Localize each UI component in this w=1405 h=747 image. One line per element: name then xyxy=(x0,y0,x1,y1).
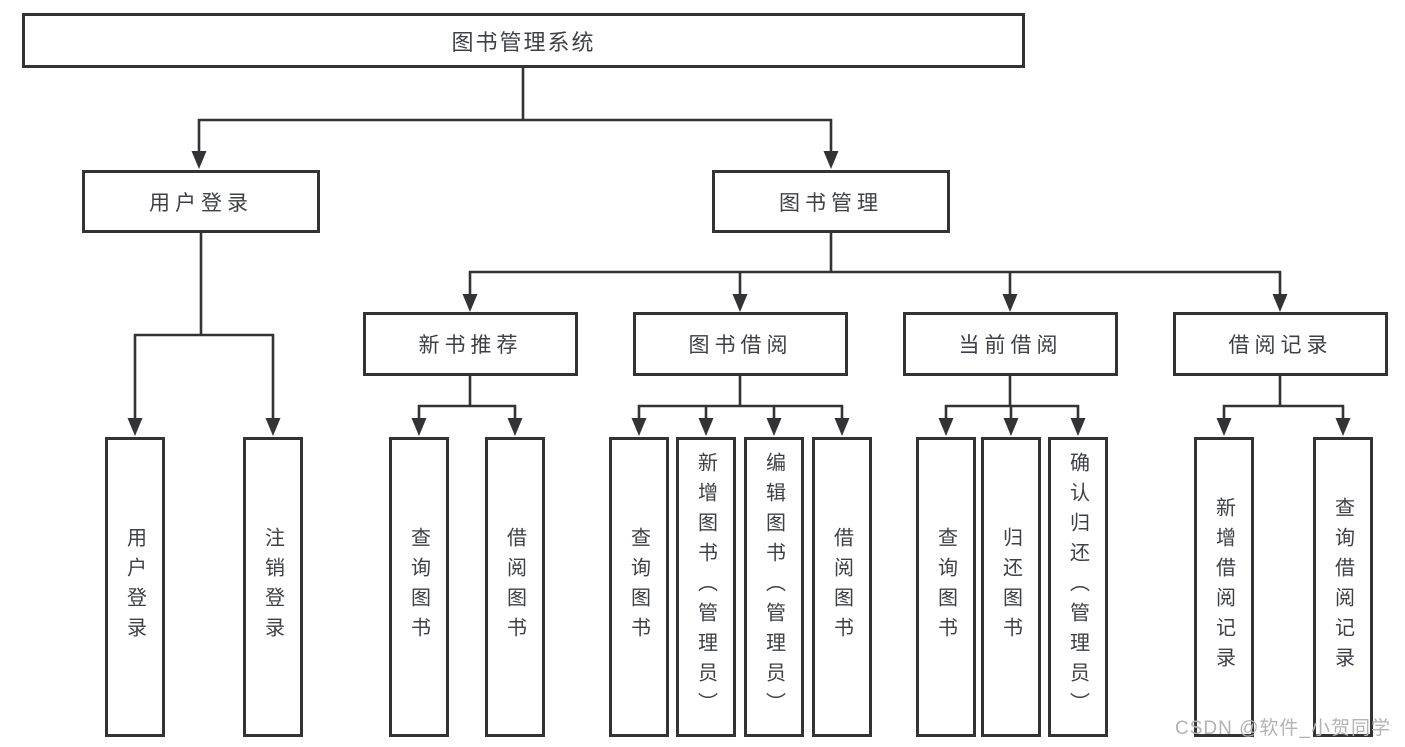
node-book-management: 图书管理 xyxy=(712,170,950,233)
leaf-records-query-borrow-record: 查询借阅记录 xyxy=(1313,437,1373,737)
leaf-user-login: 用户登录 xyxy=(105,437,165,737)
node-current-borrowing: 当前借阅 xyxy=(903,312,1118,376)
node-new-book-recommend: 新书推荐 xyxy=(363,312,578,376)
node-user-login: 用户登录 xyxy=(82,170,320,233)
leaf-logout: 注销登录 xyxy=(243,437,303,737)
leaf-borrowing-query-books: 查询图书 xyxy=(609,437,669,737)
leaf-current-query-books: 查询图书 xyxy=(916,437,976,737)
leaf-current-confirm-return-admin: 确认归还（管理员） xyxy=(1048,437,1108,737)
leaf-records-add-borrow-record: 新增借阅记录 xyxy=(1194,437,1254,737)
leaf-recommend-query-books: 查询图书 xyxy=(389,437,449,737)
csdn-watermark: CSDN @软件_小贺同学 xyxy=(1175,718,1391,739)
node-borrowing-records: 借阅记录 xyxy=(1173,312,1388,376)
leaf-borrowing-borrow-books: 借阅图书 xyxy=(812,437,872,737)
leaf-recommend-borrow-books: 借阅图书 xyxy=(485,437,545,737)
node-root: 图书管理系统 xyxy=(22,13,1025,68)
node-book-borrowing: 图书借阅 xyxy=(633,312,848,376)
leaf-borrowing-add-books-admin: 新增图书（管理员） xyxy=(676,437,736,737)
leaf-borrowing-edit-books-admin: 编辑图书（管理员） xyxy=(744,437,804,737)
leaf-current-return-books: 归还图书 xyxy=(981,437,1041,737)
